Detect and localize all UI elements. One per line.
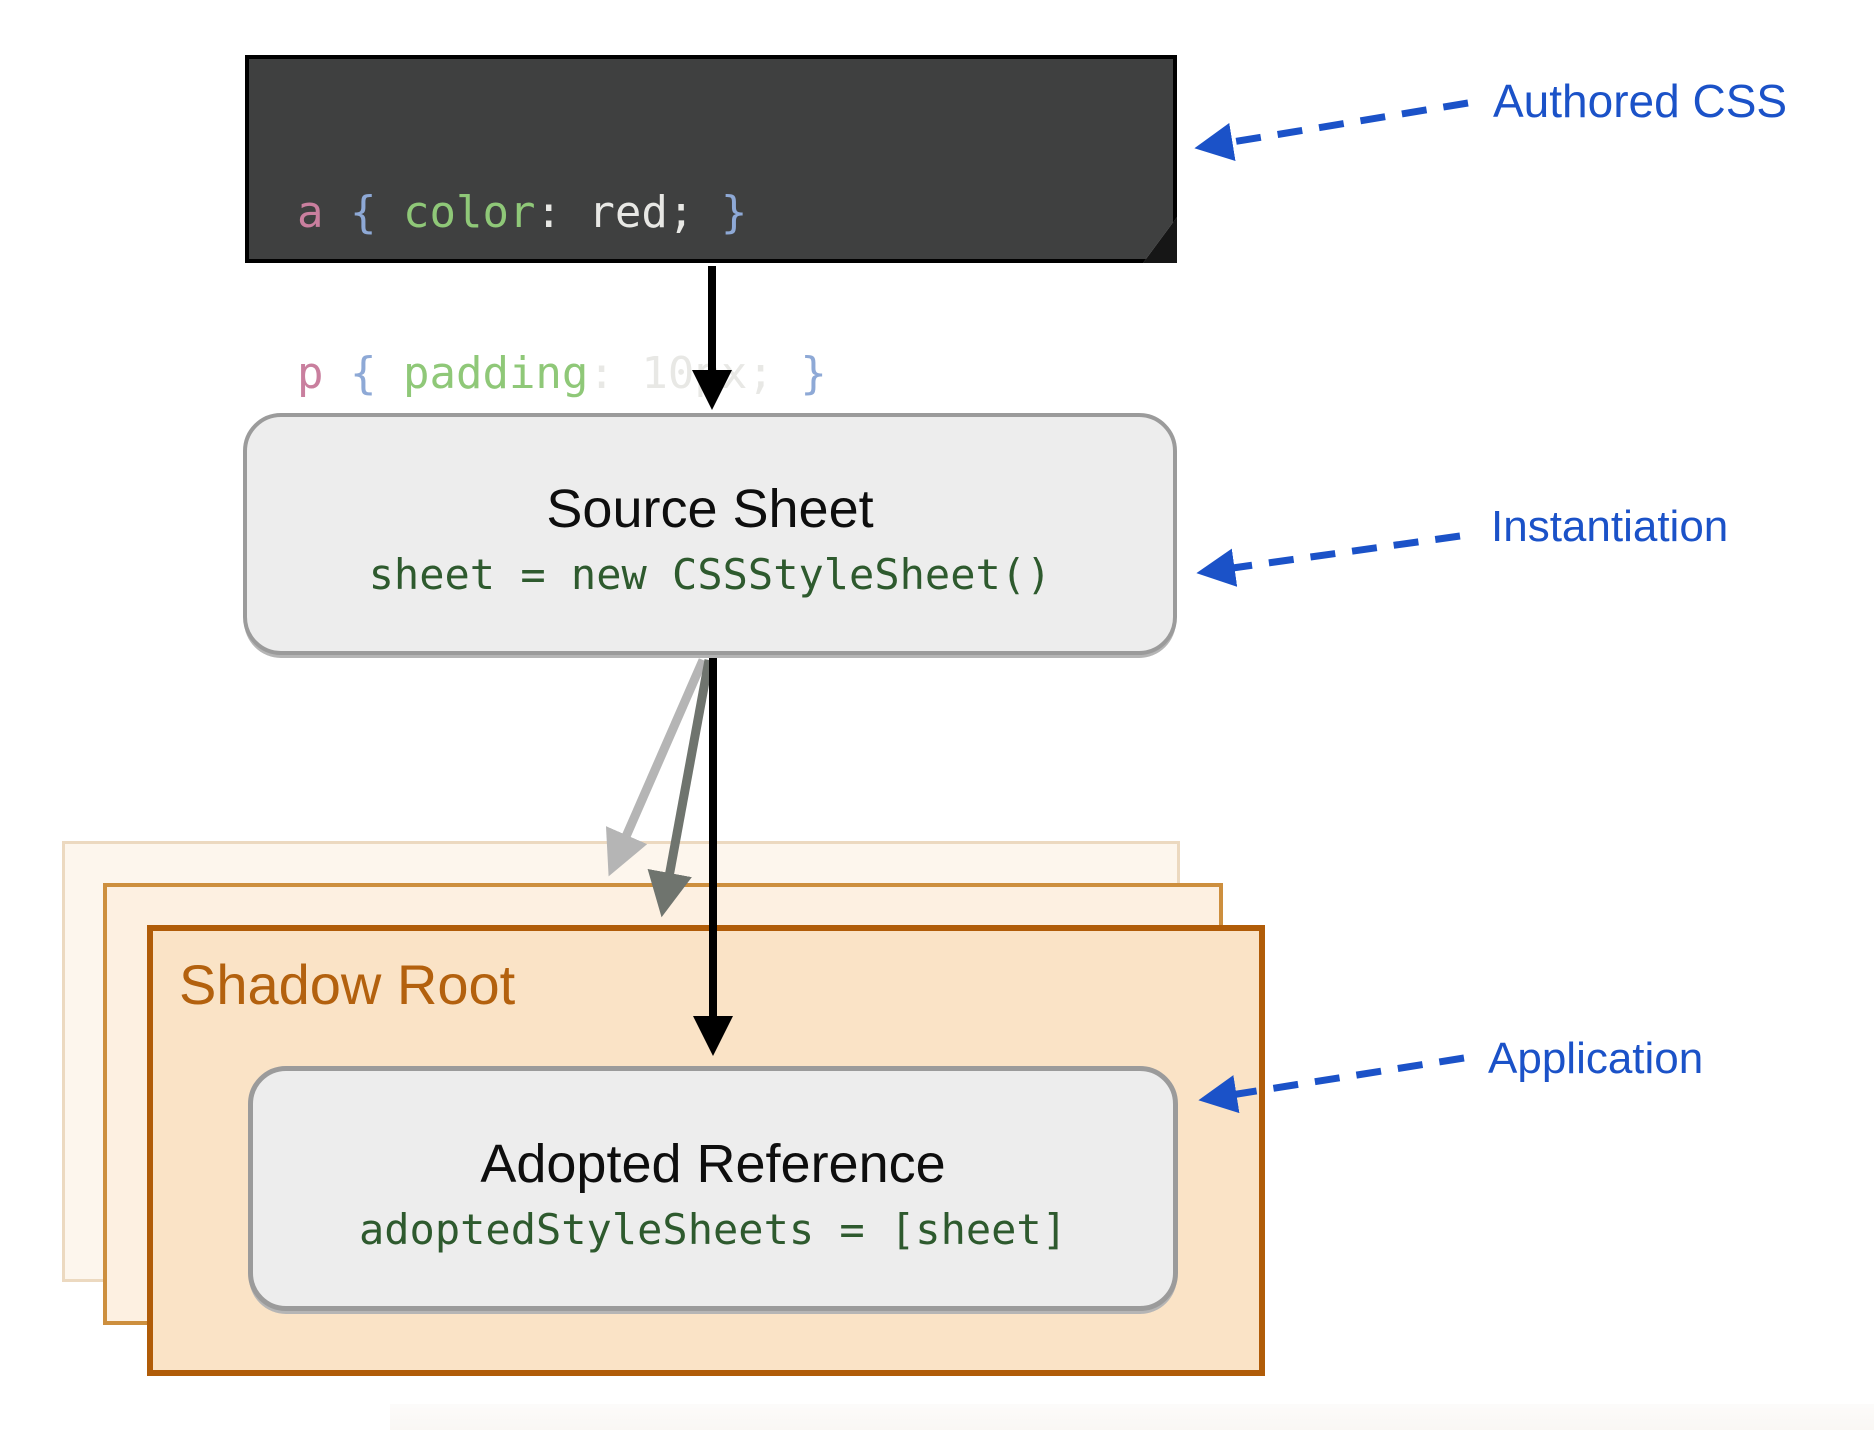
- annotation-arrow-instantiation: [1196, 532, 1461, 587]
- authored-css-annotation: Authored CSS: [1493, 75, 1788, 127]
- css-value: : 10px;: [588, 348, 801, 400]
- css-brace: {: [323, 348, 403, 400]
- adopted-reference-title: Adopted Reference: [480, 1133, 946, 1194]
- authored-css-note: a { color: red; } p { padding: 10px; }: [245, 55, 1177, 399]
- source-sheet-code: sheet = new CSSStyleSheet(): [368, 550, 1052, 599]
- shadow-root-label: Shadow Root: [179, 953, 516, 1016]
- css-rule-line: p { padding: 10px; }: [297, 347, 827, 401]
- css-brace: {: [323, 187, 403, 239]
- css-property: padding: [402, 348, 589, 400]
- adopted-reference-box: Adopted Reference adoptedStyleSheets = […: [248, 1066, 1178, 1311]
- css-brace: }: [800, 348, 827, 400]
- css-value: : red;: [535, 187, 721, 239]
- annotation-arrow-authored: [1194, 99, 1469, 161]
- css-rule-line: a { color: red; }: [297, 186, 827, 240]
- css-selector: p: [297, 348, 324, 400]
- css-property: color: [402, 187, 536, 239]
- css-brace: }: [720, 187, 748, 239]
- instantiation-annotation: Instantiation: [1491, 502, 1729, 551]
- adopted-reference-code: adoptedStyleSheets = [sheet]: [358, 1204, 1067, 1254]
- flow-arrow-source-to-back-sheet: [605, 658, 708, 877]
- source-sheet-title: Source Sheet: [546, 479, 874, 539]
- page-edge-artifact: [390, 1404, 1874, 1430]
- note-paper: [245, 55, 1177, 263]
- source-sheet-box: Source Sheet sheet = new CSSStyleSheet(): [243, 413, 1177, 655]
- application-annotation: Application: [1488, 1034, 1704, 1083]
- css-selector: a: [297, 187, 324, 239]
